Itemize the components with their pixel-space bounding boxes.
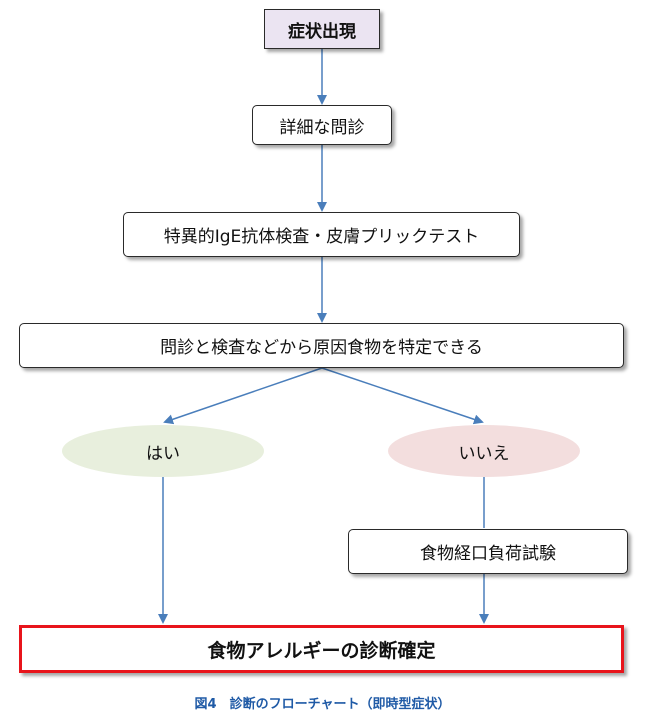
figure-caption: 図4 診断のフローチャート（即時型症状）: [194, 696, 451, 712]
node-detailed-interview-label: 詳細な問診: [279, 117, 365, 138]
node-diagnosis-confirmed-label: 食物アレルギーの診断確定: [207, 639, 436, 662]
node-ige-prick-test-label: 特異的IgE抗体検査・皮膚プリックテスト: [163, 227, 480, 247]
node-symptom-onset-label: 症状出現: [288, 21, 356, 42]
node-detailed-interview: 詳細な問診: [252, 105, 392, 145]
node-identify-cause-label: 問診と検査などから原因食物を特定できる: [160, 338, 483, 358]
node-oral-food-challenge-label: 食物経口負荷試験: [420, 544, 556, 564]
node-oral-food-challenge: 食物経口負荷試験: [348, 529, 628, 574]
node-yes: はい: [62, 425, 264, 477]
node-symptom-onset: 症状出現: [264, 9, 380, 49]
node-ige-prick-test: 特異的IgE抗体検査・皮膚プリックテスト: [123, 212, 520, 257]
node-no: いいえ: [388, 425, 580, 477]
node-no-label: いいえ: [458, 443, 510, 464]
node-diagnosis-confirmed: 食物アレルギーの診断確定: [19, 625, 624, 673]
arrow-identify-to-yes: [163, 367, 323, 425]
arrow-identify-to-no: [321, 367, 484, 425]
node-yes-label: はい: [146, 443, 180, 464]
node-identify-cause: 問診と検査などから原因食物を特定できる: [19, 323, 624, 368]
